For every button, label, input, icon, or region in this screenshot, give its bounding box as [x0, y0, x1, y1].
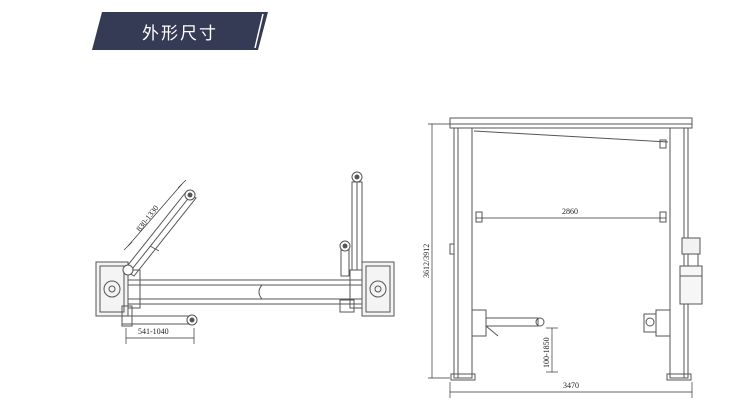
section-title: 外形尺寸 — [142, 23, 218, 44]
front-view — [449, 117, 703, 381]
right-vertical-arm — [339, 171, 363, 277]
top-crossbeam — [449, 117, 693, 129]
dim-height-label: 3612/3912 — [422, 244, 431, 278]
dim-pad-height — [546, 327, 558, 373]
dim-overall-width — [449, 382, 693, 398]
dim-height — [428, 123, 450, 379]
left-column — [453, 127, 473, 379]
dim-pad-height-label: 100-1850 — [542, 337, 551, 368]
power-unit — [679, 237, 703, 305]
dim-inner-width-label: 2860 — [562, 207, 578, 216]
dim-overall-width-label: 3470 — [563, 381, 579, 390]
left-swing-arm — [122, 189, 197, 277]
header-banner-shape — [92, 12, 268, 50]
left-short-arm — [121, 305, 198, 327]
top-view — [95, 171, 395, 327]
right-column-base — [361, 261, 395, 317]
dim-arm-length — [123, 179, 187, 251]
dim-arm-reach-label: 541-1040 — [138, 327, 169, 336]
dim-arm-reach — [125, 328, 195, 344]
section-header: 外形尺寸 — [92, 12, 268, 50]
